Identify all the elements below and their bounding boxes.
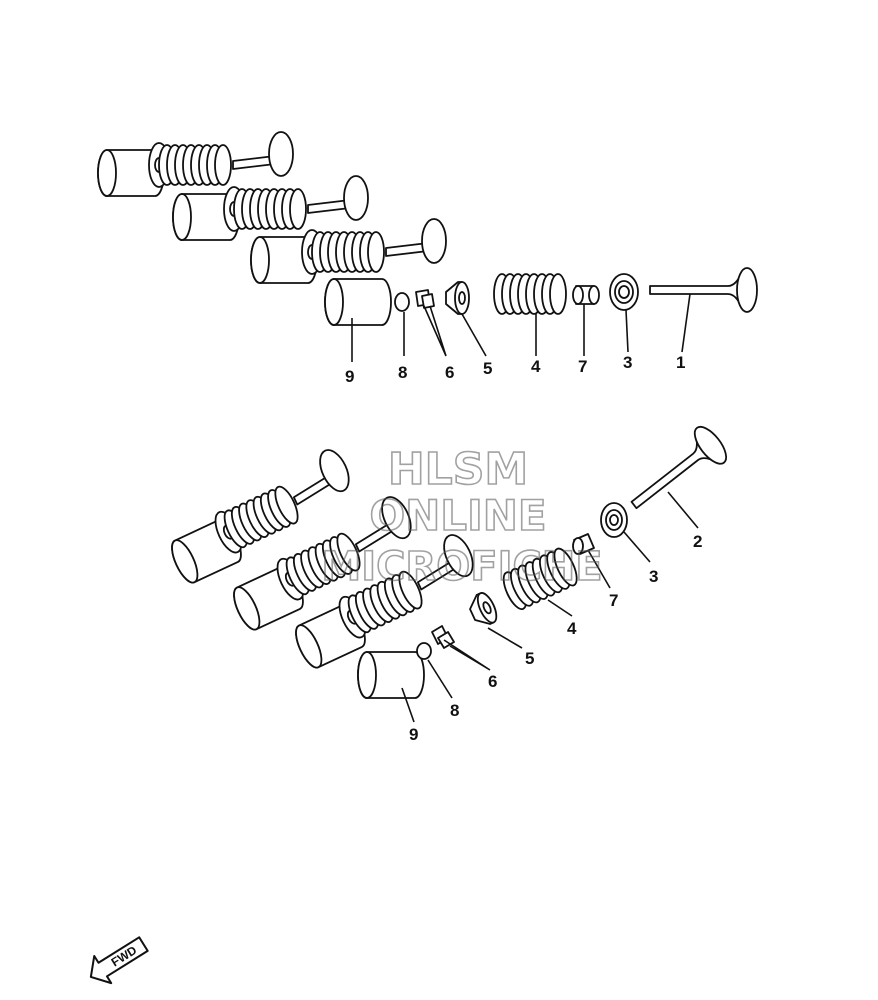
lower-callout-5: 5 (525, 649, 534, 668)
upper-assembly-1 (98, 132, 293, 196)
lower-part-2-valve (619, 420, 733, 524)
upper-callout-6: 6 (445, 363, 454, 382)
lower-callout-7: 7 (609, 591, 618, 610)
upper-part-4-spring (493, 273, 567, 315)
lower-valve-group: 2 3 7 4 5 6 8 9 (159, 420, 733, 744)
upper-callout-8: 8 (398, 363, 407, 382)
upper-part-1-valve (649, 267, 758, 313)
lower-callout-2: 2 (693, 532, 702, 551)
lower-callout-3: 3 (649, 567, 658, 586)
lower-callout-6: 6 (488, 672, 497, 691)
upper-callout-4: 4 (531, 357, 541, 376)
lower-part-9-lifter (357, 651, 425, 699)
upper-callout-7: 7 (578, 357, 587, 376)
lower-part-5-retainer (464, 589, 502, 630)
upper-part-5-retainer (445, 281, 470, 315)
upper-callout-9: 9 (345, 367, 354, 386)
lower-part-8-shim (416, 642, 432, 660)
fwd-arrow-icon: FWD (89, 936, 149, 985)
upper-callout-1: 1 (676, 353, 685, 372)
watermark-line-2: ONLINE (369, 491, 546, 540)
upper-callout-3: 3 (623, 353, 632, 372)
upper-part-3-spring-seat (609, 273, 639, 311)
lower-callout-4: 4 (567, 619, 577, 638)
upper-part-8-shim (394, 292, 410, 312)
watermark-line-3: MICROFICHE (321, 544, 602, 590)
upper-part-7-stem-seal (572, 285, 600, 305)
lower-part-3-spring-seat (600, 502, 628, 538)
lower-part-7-stem-seal (572, 533, 595, 555)
upper-valve-group: 1 3 7 4 5 6 8 9 (98, 132, 758, 386)
watermark: HLSM ONLINE MICROFICHE (321, 443, 604, 591)
lower-callout-8: 8 (450, 701, 459, 720)
upper-part-6-cotters (415, 289, 435, 309)
watermark-line-1: HLSM (388, 444, 528, 495)
upper-callout-5: 5 (483, 359, 492, 378)
upper-assembly-2 (173, 176, 368, 240)
lower-callout-9: 9 (409, 725, 418, 744)
upper-part-9-lifter (324, 278, 392, 326)
